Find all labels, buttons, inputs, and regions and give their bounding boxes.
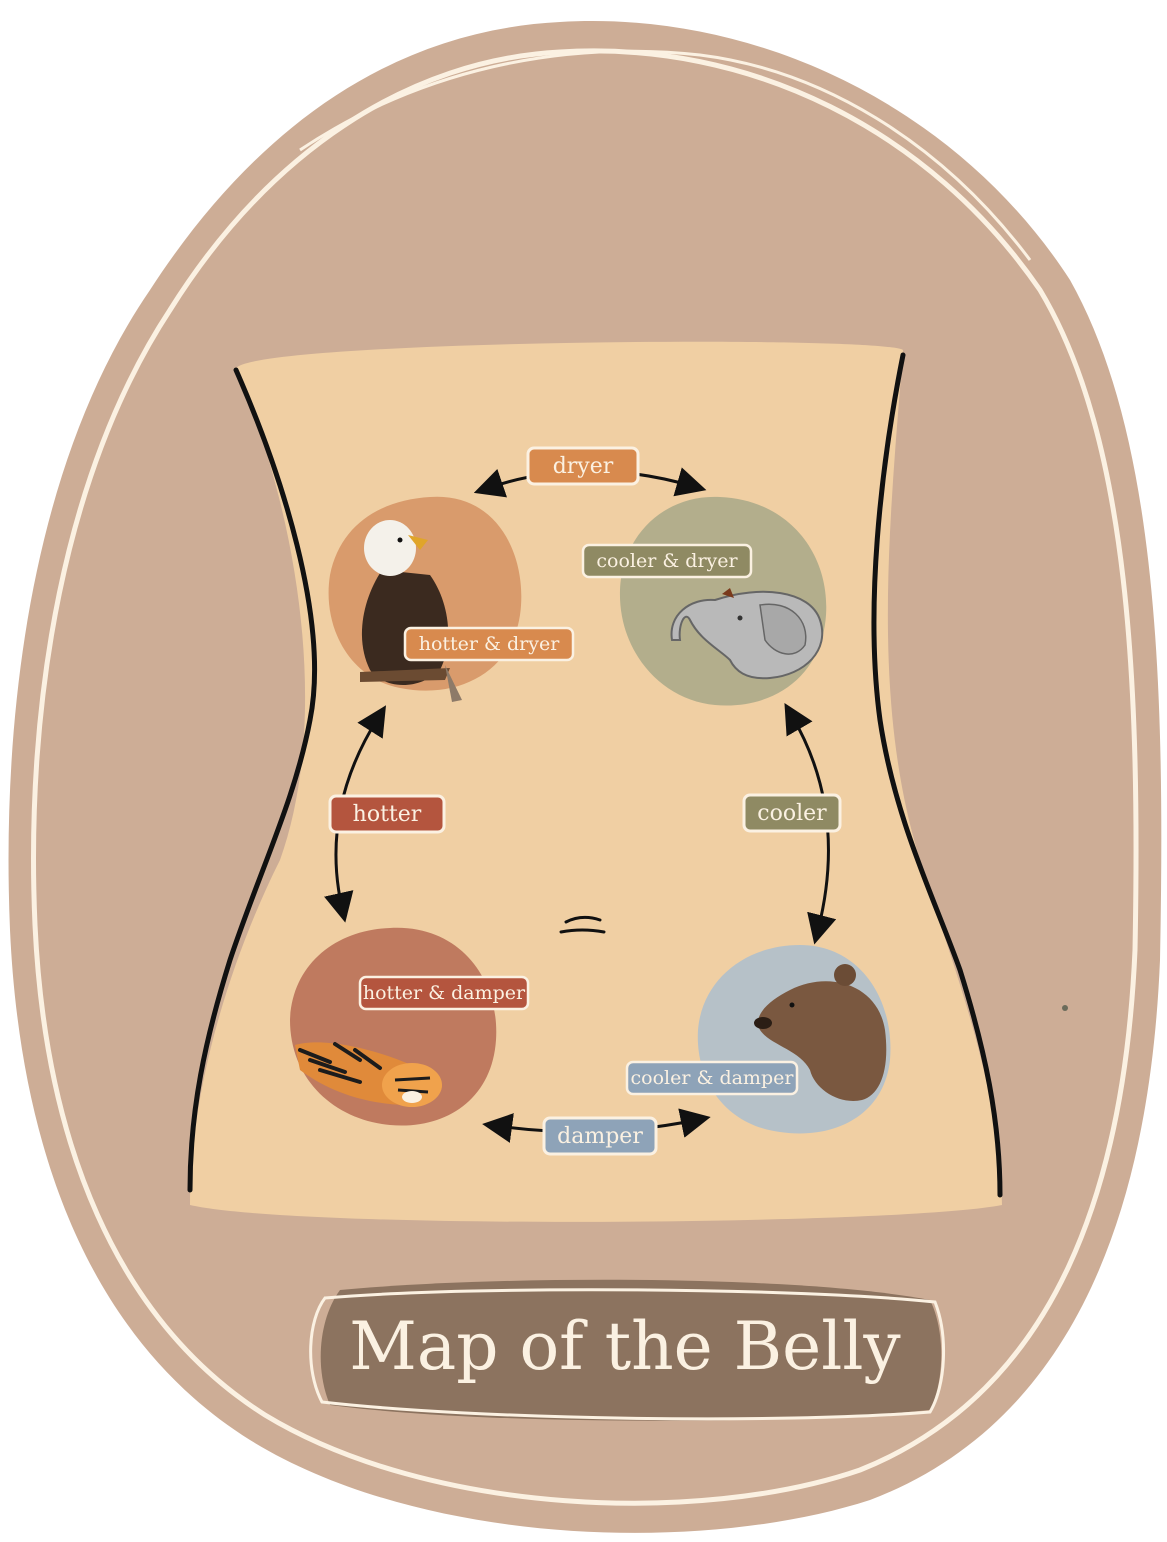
dryer-label: dryer (553, 454, 614, 479)
hotter-tag: hotter (330, 796, 444, 832)
damper-tag: damper (544, 1118, 656, 1154)
hotter-dryer-tag: hotter & dryer (405, 628, 573, 660)
cooler-damper-label: cooler & damper (631, 1067, 795, 1089)
cooler-tag: cooler (744, 795, 840, 831)
decorative-dot (1062, 1005, 1068, 1011)
hotter-damper-tag: hotter & damper (360, 977, 528, 1009)
page-title: Map of the Belly (349, 1308, 901, 1385)
hotter-damper-label: hotter & damper (363, 982, 526, 1004)
cooler-damper-tag: cooler & damper (627, 1062, 797, 1094)
cooler-dryer-label: cooler & dryer (596, 550, 738, 572)
title-box: Map of the Belly (311, 1280, 944, 1421)
dryer-tag: dryer (528, 448, 638, 484)
cooler-label: cooler (757, 801, 827, 826)
hotter-dryer-label: hotter & dryer (419, 633, 560, 655)
hotter-label: hotter (353, 802, 422, 827)
damper-label: damper (557, 1124, 643, 1149)
cooler-dryer-tag: cooler & dryer (583, 545, 751, 577)
